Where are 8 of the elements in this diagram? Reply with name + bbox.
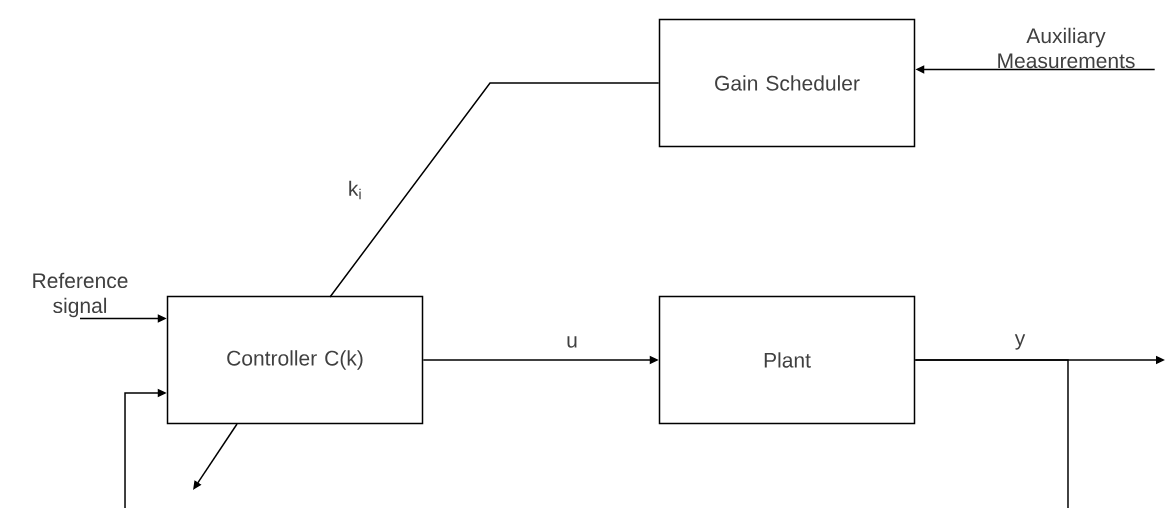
process-box: Plant [658,295,916,425]
edge-label: k$_{i}$ [349,180,361,200]
process-box: Controller C(k) [166,295,424,425]
signal-label: Reference signal [33,272,128,318]
signal-label: Auxiliary Measurements [998,27,1135,69]
edge-label: y [1014,334,1026,350]
edge-label: u [567,336,577,348]
process-box: Gain Scheduler [658,18,916,148]
